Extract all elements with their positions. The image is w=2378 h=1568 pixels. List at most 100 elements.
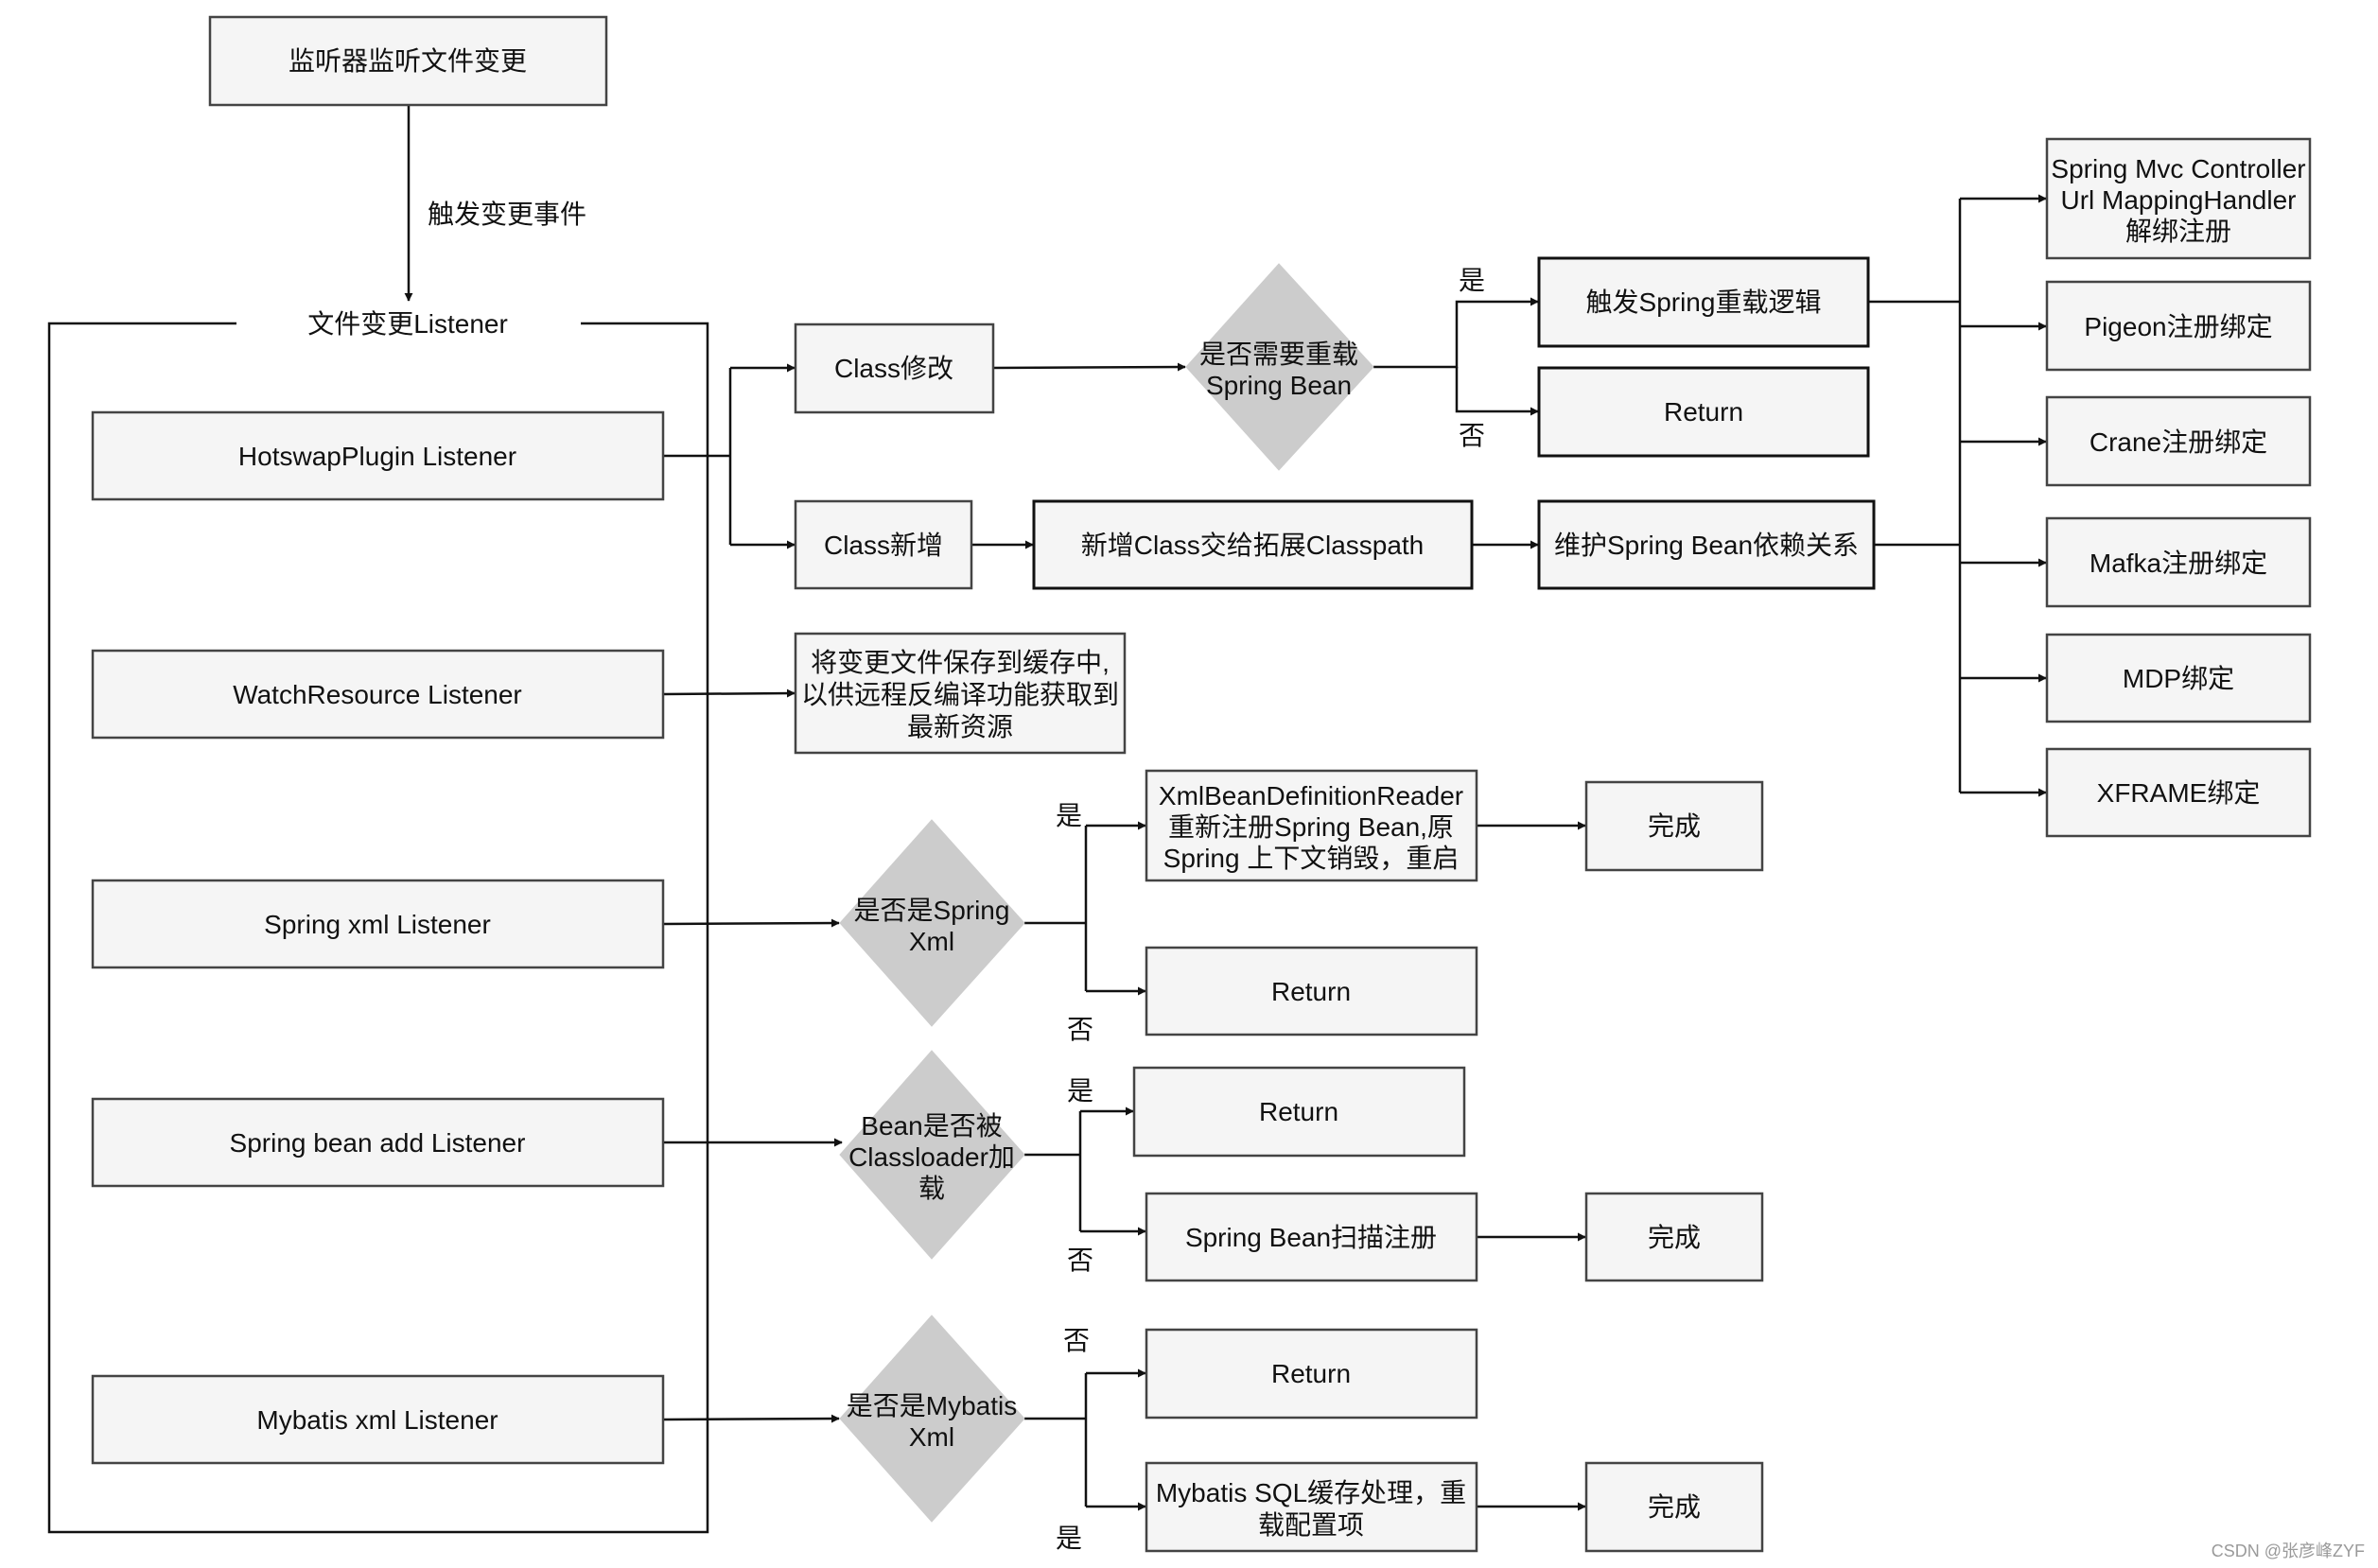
node-mybatis-cache: Mybatis SQL缓存处理，重 载配置项: [1145, 1461, 1478, 1553]
node-mafka-label: Mafka注册绑定: [2089, 549, 2267, 578]
node-cache-file-line-2: 以供远程反编译功能获取到: [801, 680, 1119, 709]
node-spring-xml-label: Spring xml Listener: [264, 910, 491, 939]
label-yes-reload: 是: [1459, 266, 1485, 295]
decision-need-reload-line-2: Spring Bean: [1206, 371, 1352, 400]
node-maintain-deps-label: 维护Spring Bean依赖关系: [1554, 531, 1859, 560]
label-trigger-event: 触发变更事件: [428, 200, 586, 229]
label-no-mybatis: 否: [1063, 1326, 1090, 1355]
node-maintain-deps: 维护Spring Bean依赖关系: [1537, 499, 1876, 590]
node-done-xml-label: 完成: [1648, 811, 1701, 841]
node-trigger-reload: 触发Spring重载逻辑: [1537, 256, 1870, 348]
node-spring-bean-add: Spring bean add Listener: [91, 1097, 665, 1188]
decision-is-mybatis-xml-line-2: Xml: [909, 1422, 954, 1452]
edge-need-reload-split: [1373, 297, 1539, 369]
decision-need-reload: 是否需要重载 Spring Bean: [1185, 263, 1374, 471]
decision-is-mybatis-xml-line-1: 是否是Mybatis: [847, 1391, 1017, 1420]
decision-is-mybatis-xml: 是否是Mybatis Xml: [839, 1315, 1025, 1523]
node-xml-reader-line-1: XmlBeanDefinitionReader: [1159, 781, 1463, 810]
node-return-reload: Return: [1537, 366, 1870, 458]
decision-need-reload-line-1: 是否需要重载: [1199, 340, 1358, 369]
node-monitor: 监听器监听文件变更: [208, 15, 608, 107]
node-scan-register: Spring Bean扫描注册: [1145, 1192, 1478, 1282]
node-hotswap: HotswapPlugin Listener: [91, 410, 665, 501]
node-monitor-label: 监听器监听文件变更: [289, 46, 527, 76]
node-cache-file: 将变更文件保存到缓存中, 以供远程反编译功能获取到 最新资源: [794, 632, 1127, 755]
node-mybatis-xml-label: Mybatis xml Listener: [256, 1405, 498, 1435]
label-no-reload: 否: [1459, 421, 1485, 450]
node-xframe-label: XFRAME绑定: [2097, 778, 2261, 808]
node-mdp: MDP绑定: [2045, 633, 2312, 723]
node-return-mybatis: Return: [1145, 1328, 1478, 1420]
node-done-xml: 完成: [1584, 780, 1764, 872]
node-xml-reader-line-3: Spring 上下文销毁，重启: [1163, 844, 1460, 873]
listener-group-border: [47, 322, 709, 1534]
listener-group-title: 文件变更Listener: [307, 309, 508, 339]
node-mvc-line-3: 解绑注册: [2125, 217, 2231, 246]
node-mvc-line-2: Url MappingHandler: [2060, 185, 2296, 215]
node-class-add-label: Class新增: [824, 531, 943, 560]
label-no-loaded: 否: [1067, 1246, 1093, 1275]
node-spring-bean-add-label: Spring bean add Listener: [230, 1128, 526, 1158]
node-add-classpath-label: 新增Class交给拓展Classpath: [1081, 531, 1425, 560]
node-mybatis-cache-line-2: 载配置项: [1258, 1510, 1364, 1540]
edge-watch-to-cache: [663, 688, 796, 698]
node-return-reload-label: Return: [1664, 397, 1743, 427]
node-pigeon-label: Pigeon注册绑定: [2084, 312, 2272, 341]
decision-is-loaded-line-2: Classloader加: [848, 1142, 1015, 1172]
node-mvc-line-1: Spring Mvc Controller: [2051, 154, 2305, 183]
edge-need-reload-to-return: [1455, 367, 1539, 416]
node-class-modify: Class修改: [794, 322, 995, 414]
node-return-xml: Return: [1145, 946, 1478, 1037]
node-done-bean-label: 完成: [1648, 1223, 1701, 1252]
decision-is-loaded: Bean是否被 Classloader加 载: [839, 1050, 1025, 1260]
node-class-add: Class新增: [794, 499, 973, 590]
node-mdp-label: MDP绑定: [2123, 664, 2234, 693]
node-return-bean: Return: [1132, 1066, 1466, 1158]
node-crane-label: Crane注册绑定: [2089, 427, 2267, 457]
node-scan-register-label: Spring Bean扫描注册: [1185, 1223, 1437, 1252]
node-done-bean: 完成: [1584, 1192, 1764, 1282]
edge-spring-xml-to-diamond: [663, 918, 840, 928]
node-mafka: Mafka注册绑定: [2045, 516, 2312, 608]
node-xframe: XFRAME绑定: [2045, 747, 2312, 838]
node-return-mybatis-label: Return: [1271, 1359, 1351, 1388]
boxes: 监听器监听文件变更 HotswapPlugin Listener WatchRe…: [91, 15, 2312, 1553]
node-done-mybatis: 完成: [1584, 1461, 1764, 1553]
node-mvc: Spring Mvc Controller Url MappingHandler…: [2045, 137, 2312, 260]
node-spring-xml: Spring xml Listener: [91, 879, 665, 969]
decision-is-spring-xml-line-1: 是否是Spring: [854, 896, 1010, 925]
node-return-xml-label: Return: [1271, 977, 1351, 1006]
node-trigger-reload-label: 触发Spring重载逻辑: [1586, 287, 1822, 317]
decision-is-loaded-line-3: 载: [918, 1174, 945, 1203]
node-watch-resource: WatchResource Listener: [91, 649, 665, 740]
node-crane: Crane注册绑定: [2045, 395, 2312, 487]
edges: [404, 106, 2047, 1511]
node-return-bean-label: Return: [1259, 1097, 1338, 1126]
node-add-classpath: 新增Class交给拓展Classpath: [1032, 499, 1474, 590]
decision-is-spring-xml: 是否是Spring Xml: [839, 819, 1025, 1027]
edge-labels: 触发变更事件 是 否 是 否 是 否 否 是: [428, 200, 1485, 1553]
label-yes-xml: 是: [1056, 801, 1082, 830]
node-done-mybatis-label: 完成: [1648, 1492, 1701, 1522]
decision-is-spring-xml-line-2: Xml: [909, 927, 954, 956]
decision-is-loaded-line-1: Bean是否被: [861, 1111, 1002, 1141]
edge-class-modify-to-need-reload: [992, 362, 1186, 372]
diamonds: 是否需要重载 Spring Bean 是否是Spring Xml Bean是否被…: [839, 263, 1374, 1523]
node-pigeon: Pigeon注册绑定: [2045, 280, 2312, 372]
label-yes-loaded: 是: [1067, 1076, 1093, 1106]
node-class-modify-label: Class修改: [834, 354, 953, 383]
node-mybatis-xml: Mybatis xml Listener: [91, 1374, 665, 1465]
edge-mybatis-to-diamond: [663, 1414, 840, 1423]
node-watch-resource-label: WatchResource Listener: [233, 680, 522, 709]
listener-group-frame: 文件变更Listener: [47, 309, 709, 1534]
node-xml-reader: XmlBeanDefinitionReader 重新注册Spring Bean,…: [1145, 769, 1478, 882]
node-xml-reader-line-2: 重新注册Spring Bean,原: [1168, 812, 1454, 842]
node-cache-file-line-3: 最新资源: [907, 712, 1013, 741]
watermark-text: CSDN @张彦峰ZYF: [2212, 1542, 2365, 1560]
label-no-xml: 否: [1067, 1015, 1093, 1044]
label-yes-mybatis: 是: [1056, 1524, 1082, 1553]
node-mybatis-cache-line-1: Mybatis SQL缓存处理，重: [1156, 1478, 1466, 1507]
node-hotswap-label: HotswapPlugin Listener: [238, 442, 516, 471]
node-cache-file-line-1: 将变更文件保存到缓存中,: [811, 648, 1110, 677]
